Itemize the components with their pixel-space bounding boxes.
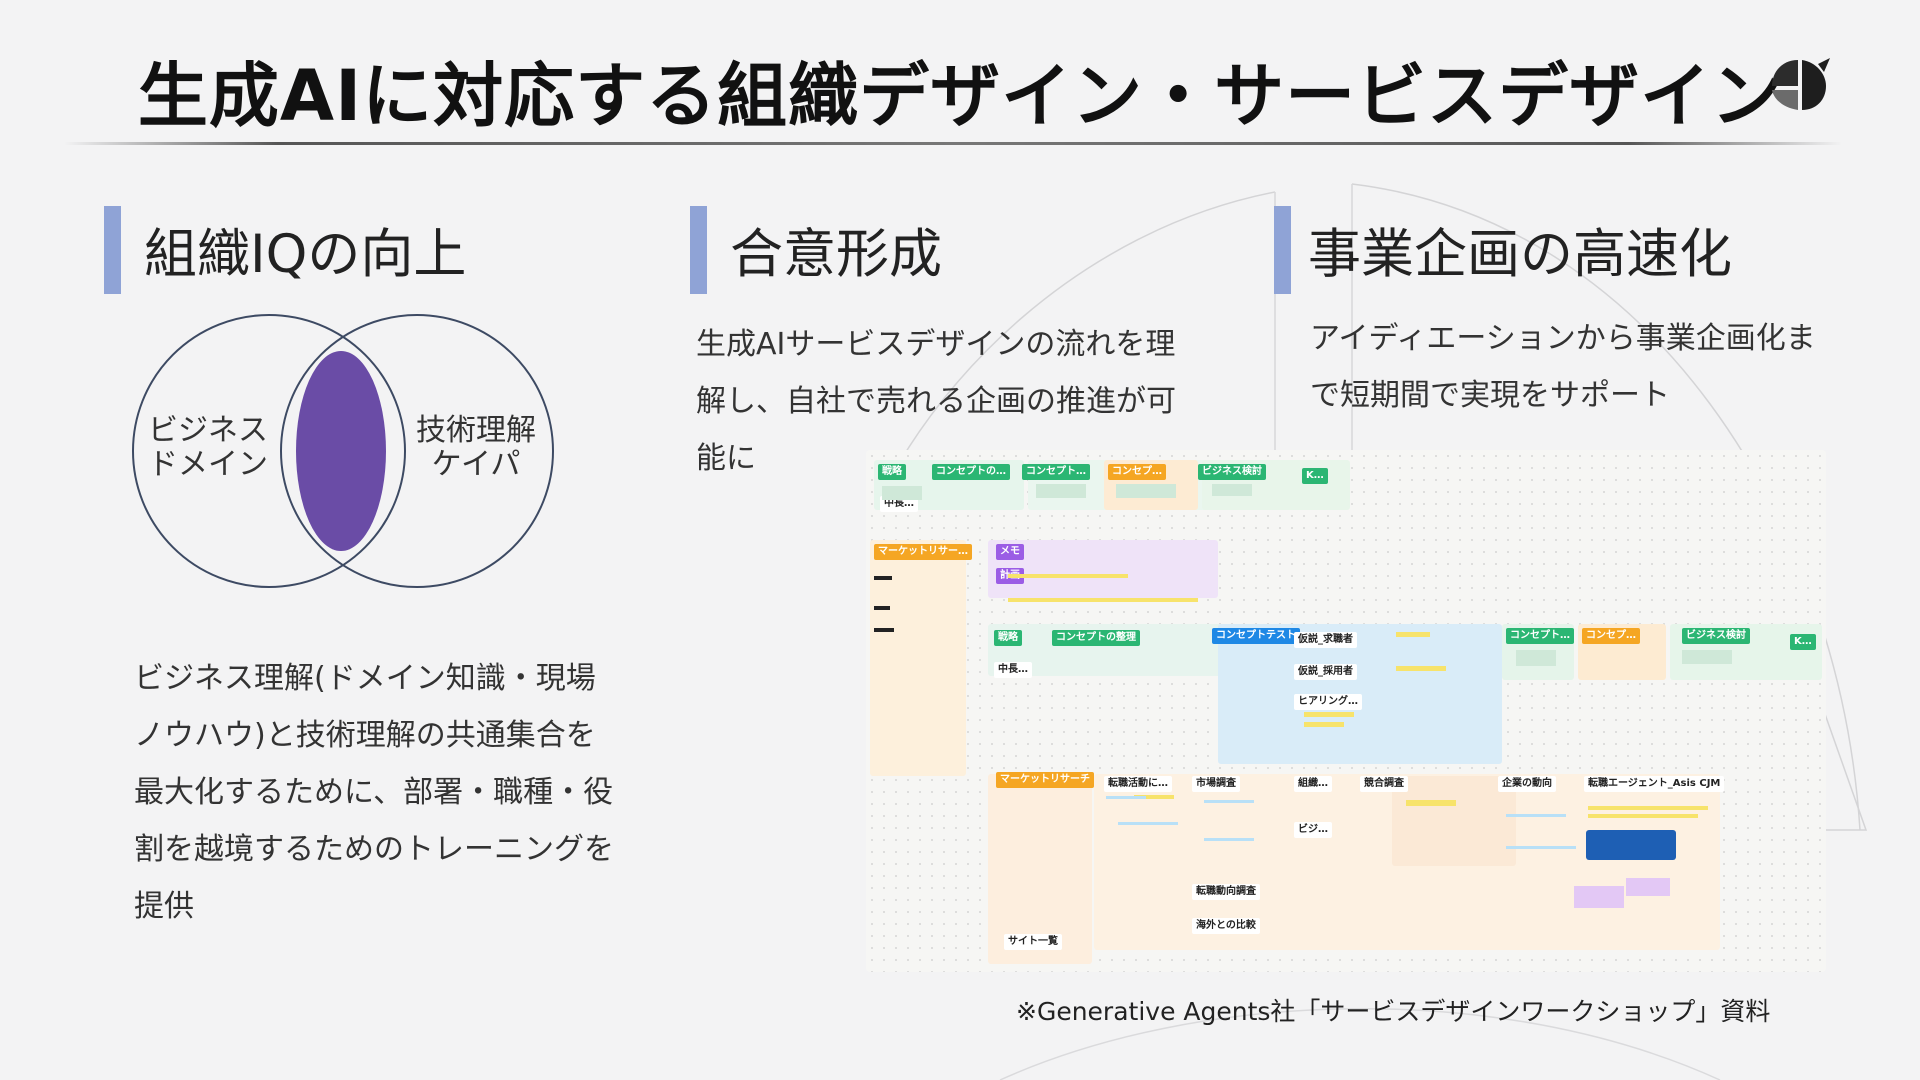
- section-accent-bar: [690, 206, 707, 294]
- board-tag: コンセプト…: [1022, 464, 1090, 480]
- board-tag: ビジネス検討: [1682, 628, 1750, 644]
- board-tag: ビジ…: [1294, 822, 1332, 838]
- page-title: 生成AIに対応する組織デザイン・サービスデザイン: [137, 55, 1783, 137]
- board-tag: コンセプト…: [1506, 628, 1574, 644]
- section-heading-planning-speed: 事業企画の高速化: [1308, 224, 1732, 285]
- board-tag: 競合調査: [1360, 776, 1408, 792]
- venn-diagram: [132, 314, 554, 588]
- board-tag: コンセプトテスト: [1212, 628, 1300, 644]
- board-tag: 転職活動に…: [1104, 776, 1172, 792]
- board-tag: K…: [1790, 634, 1816, 650]
- section-body-org-iq: ビジネス理解(ドメイン知識・現場ノウハウ)と技術理解の共通集合を最大化するために…: [134, 661, 614, 924]
- section-body-consensus: 生成AIサービスデザインの流れを理解し、自社で売れる企画の推進が可能に: [696, 327, 1176, 476]
- board-tag: 転職エージェント_Asis CJM: [1584, 776, 1725, 792]
- board-tag: ヒアリング…: [1294, 694, 1362, 710]
- board-tag: 組織…: [1294, 776, 1332, 792]
- workshop-board-thumbnail: 戦略 コンセプトの… コンセプト… コンセプ… ビジネス検討 K… 中長… マー…: [866, 450, 1826, 972]
- board-tag: コンセプトの整理: [1052, 630, 1140, 646]
- board-tag: 海外との比較: [1192, 918, 1260, 934]
- board-tag: メモ: [996, 544, 1024, 560]
- board-tag: マーケットリサーチ: [996, 772, 1094, 788]
- venn-label-technology-text: 技術理解 ケイパ: [416, 413, 536, 482]
- venn-overlap-fill: [296, 351, 386, 551]
- venn-circle-technology: [280, 314, 554, 588]
- board-tag: 市場調査: [1192, 776, 1240, 792]
- board-tag: 仮説_求職者: [1294, 632, 1357, 648]
- venn-label-technology: 技術理解 ケイパ: [404, 414, 548, 482]
- section-accent-bar: [104, 206, 121, 294]
- board-tag: サイト一覧: [1004, 934, 1062, 950]
- company-logo-icon: [1772, 58, 1830, 110]
- source-credit: ※Generative Agents社「サービスデザインワークショップ」資料: [1016, 997, 1771, 1026]
- section-body-planning-speed: アイディエーションから事業企画化まで短期間で実現をサポート: [1310, 321, 1816, 413]
- board-tag: 仮説_採用者: [1294, 664, 1357, 680]
- board-frame: [1586, 830, 1676, 860]
- section-heading-consensus: 合意形成: [730, 224, 942, 285]
- board-tag: マーケットリサー…: [874, 544, 972, 560]
- board-frame: [988, 540, 1218, 598]
- board-sticky-notes: [874, 484, 1732, 908]
- board-tag: コンセプトの…: [932, 464, 1010, 480]
- venn-circle-business: [132, 314, 406, 588]
- board-tag: 中長…: [994, 662, 1032, 678]
- board-tag: 企業の動向: [1498, 776, 1556, 792]
- board-frame: [988, 774, 1092, 964]
- board-tag: 戦略: [878, 464, 906, 480]
- board-tag: コンセプ…: [1582, 628, 1640, 644]
- section-accent-bar: [1274, 206, 1291, 294]
- venn-label-business: ビジネス ドメイン: [140, 414, 276, 482]
- title-divider: [64, 142, 1842, 145]
- board-frame: [1392, 776, 1516, 866]
- section-heading-org-iq: 組織IQの向上: [144, 224, 467, 285]
- board-tag: コンセプ…: [1108, 464, 1166, 480]
- board-tag: K…: [1302, 468, 1328, 484]
- board-tag: 戦略: [994, 630, 1022, 646]
- board-tag: ビジネス検討: [1198, 464, 1266, 480]
- venn-label-business-text: ビジネス ドメイン: [148, 413, 268, 482]
- board-tag: 転職動向調査: [1192, 884, 1260, 900]
